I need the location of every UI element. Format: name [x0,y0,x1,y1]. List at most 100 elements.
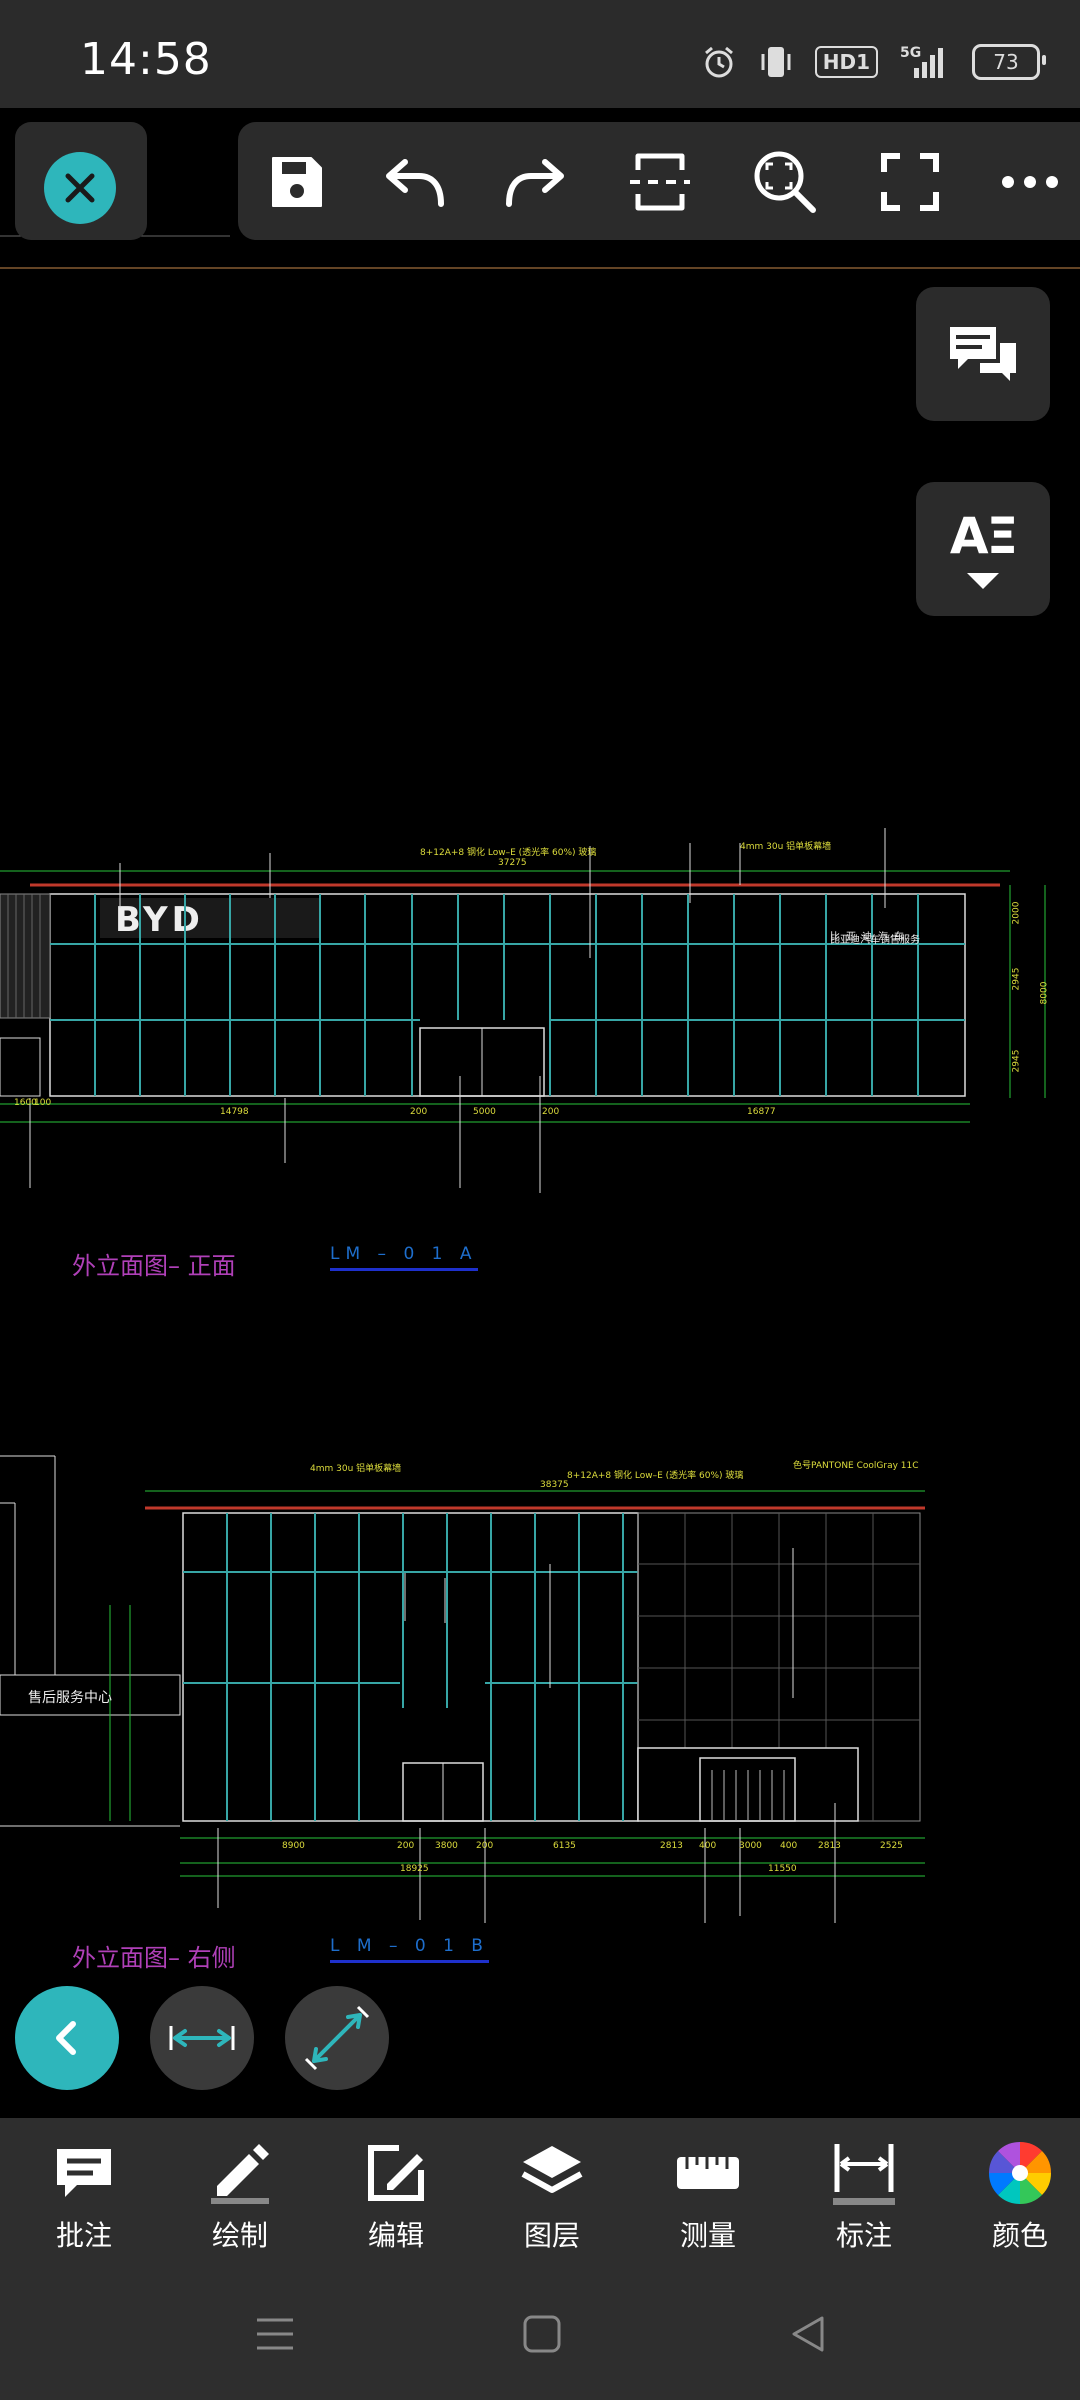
front-right-dim-1: 2000 [1011,901,1022,925]
undo-button[interactable] [383,150,447,214]
redo-button[interactable] [503,150,567,214]
drawing-canvas[interactable]: BYD 比亚迪 [0,108,1080,2118]
horizontal-dimension-icon [169,2026,235,2050]
side-dim-a1: 8900 [282,1841,305,1851]
side-dim-a4: 200 [476,1841,494,1851]
alarm-icon [704,46,733,78]
front-left-dim-2: 100 [34,1098,52,1108]
svg-text:BYD: BYD [115,900,204,940]
front-dim-4: 200 [542,1107,560,1117]
tab-label: 颜色 [991,2219,1048,2252]
side-elevation [0,1455,925,1923]
chevron-left-icon [56,2021,76,2055]
back-tool-button[interactable] [15,1986,119,2090]
color-wheel-icon [988,2141,1052,2205]
battery-indicator: 73 [972,44,1046,80]
tab-edit[interactable]: 编辑 [336,2138,456,2268]
layers-icon [521,2146,583,2193]
tab-layers[interactable]: 图层 [492,2138,612,2268]
svg-text:比亚迪汽车: 比亚迪汽车 [830,930,910,943]
menu-icon[interactable] [255,2314,295,2354]
front-left-dim-1: 1600 [14,1098,37,1108]
tab-label: 批注 [55,2219,112,2252]
front-right-dim-4: 8000 [1039,981,1050,1005]
aligned-dimension-icon [304,2005,370,2071]
front-top-dimension: 37275 [498,858,527,868]
side-dim-a2: 200 [397,1841,415,1851]
front-elevation-code: LM – 0 1 A [330,1244,478,1271]
redo-icon [506,159,564,207]
edit-icon [368,2145,424,2201]
top-toolbar [238,122,1080,240]
side-dim-b2: 11550 [768,1864,797,1874]
aligned-dimension-button[interactable] [285,1986,389,2090]
close-button[interactable] [44,152,116,224]
front-right-dim-2: 2945 [1011,967,1022,991]
comment-icon [950,327,1016,381]
tab-draw[interactable]: 绘制 [180,2138,300,2268]
side-dim-b1: 18925 [400,1864,429,1874]
front-dim-1: 14798 [220,1107,249,1117]
side-dim-a7: 400 [699,1841,717,1851]
side-top-dimension: 38375 [540,1480,569,1490]
tab-label: 图层 [523,2219,580,2252]
front-right-dim-3: 2945 [1011,1049,1022,1073]
side-dim-a6: 2813 [660,1841,683,1851]
front-elevation: BYD 比亚迪 [0,828,1046,1193]
system-nav-bar [0,2280,1080,2400]
undo-icon [386,159,444,207]
front-dim-5: 16877 [747,1107,776,1117]
home-icon[interactable] [522,2314,562,2354]
vibrate-icon [761,47,791,77]
fullscreen-icon [881,153,939,211]
side-sign: 售后服务中心 [28,1690,112,1706]
signal-5g-icon: 5G [900,45,943,78]
tab-label: 绘制 [211,2219,268,2252]
status-bar: 14:58 HD1 5G 73 [0,0,1080,108]
side-dim-a5: 6135 [553,1841,576,1851]
tab-color[interactable]: 颜色 [960,2138,1080,2268]
ruler-icon [677,2157,739,2189]
tab-measure[interactable]: 测量 [648,2138,768,2268]
clock: 14:58 [80,34,212,85]
front-elevation-title: 外立面图– 正面 [72,1252,236,1280]
text-style-label: AΞ [949,507,1018,565]
zoom-icon [754,151,816,213]
front-note-panel: 4mm 30u 铝单板幕墙 [740,842,832,852]
tab-label: 编辑 [367,2219,424,2252]
hd-badge: HD1 [814,46,878,78]
save-icon [272,157,322,207]
side-dim-a10: 2813 [818,1841,841,1851]
comment-icon [57,2149,111,2197]
side-elevation-code: L M – 0 1 B [330,1936,489,1963]
tab-dimension[interactable]: 标注 [804,2138,924,2268]
status-icons: HD1 5G 73 [701,38,1046,86]
front-dim-2: 200 [410,1107,428,1117]
side-note-panel: 4mm 30u 铝单板幕墙 [310,1464,402,1474]
pencil-icon [211,2144,269,2204]
side-elevation-title: 外立面图– 右侧 [72,1944,236,1972]
linear-dimension-button[interactable] [150,1986,254,2090]
text-style-button[interactable]: AΞ [916,482,1050,616]
front-dim-3: 5000 [473,1107,496,1117]
zoom-button[interactable] [753,150,817,214]
front-store-sign: 比亚迪汽车销售服务 [830,935,920,946]
fullscreen-button[interactable] [878,150,942,214]
front-note-glass: 8+12A+8 钢化 Low–E (透光率 60%) 玻璃 [420,848,597,858]
save-button[interactable] [265,150,329,214]
crop-button[interactable] [628,150,692,214]
tab-label: 标注 [835,2219,892,2252]
more-button[interactable] [998,150,1062,214]
side-dim-a8: 3000 [739,1841,762,1851]
cad-drawing: BYD 比亚迪 [0,235,1080,1923]
comments-panel-button[interactable] [916,287,1050,421]
side-note-glass: 8+12A+8 钢化 Low–E (透光率 60%) 玻璃 [567,1471,744,1481]
close-icon [65,173,95,203]
more-icon [1002,176,1058,188]
tab-comment[interactable]: 批注 [24,2138,144,2268]
crop-icon [630,153,690,211]
side-dim-a3: 3800 [435,1841,458,1851]
dimension-icon [833,2144,895,2205]
side-dim-a9: 400 [780,1841,798,1851]
back-icon[interactable] [788,2314,828,2354]
